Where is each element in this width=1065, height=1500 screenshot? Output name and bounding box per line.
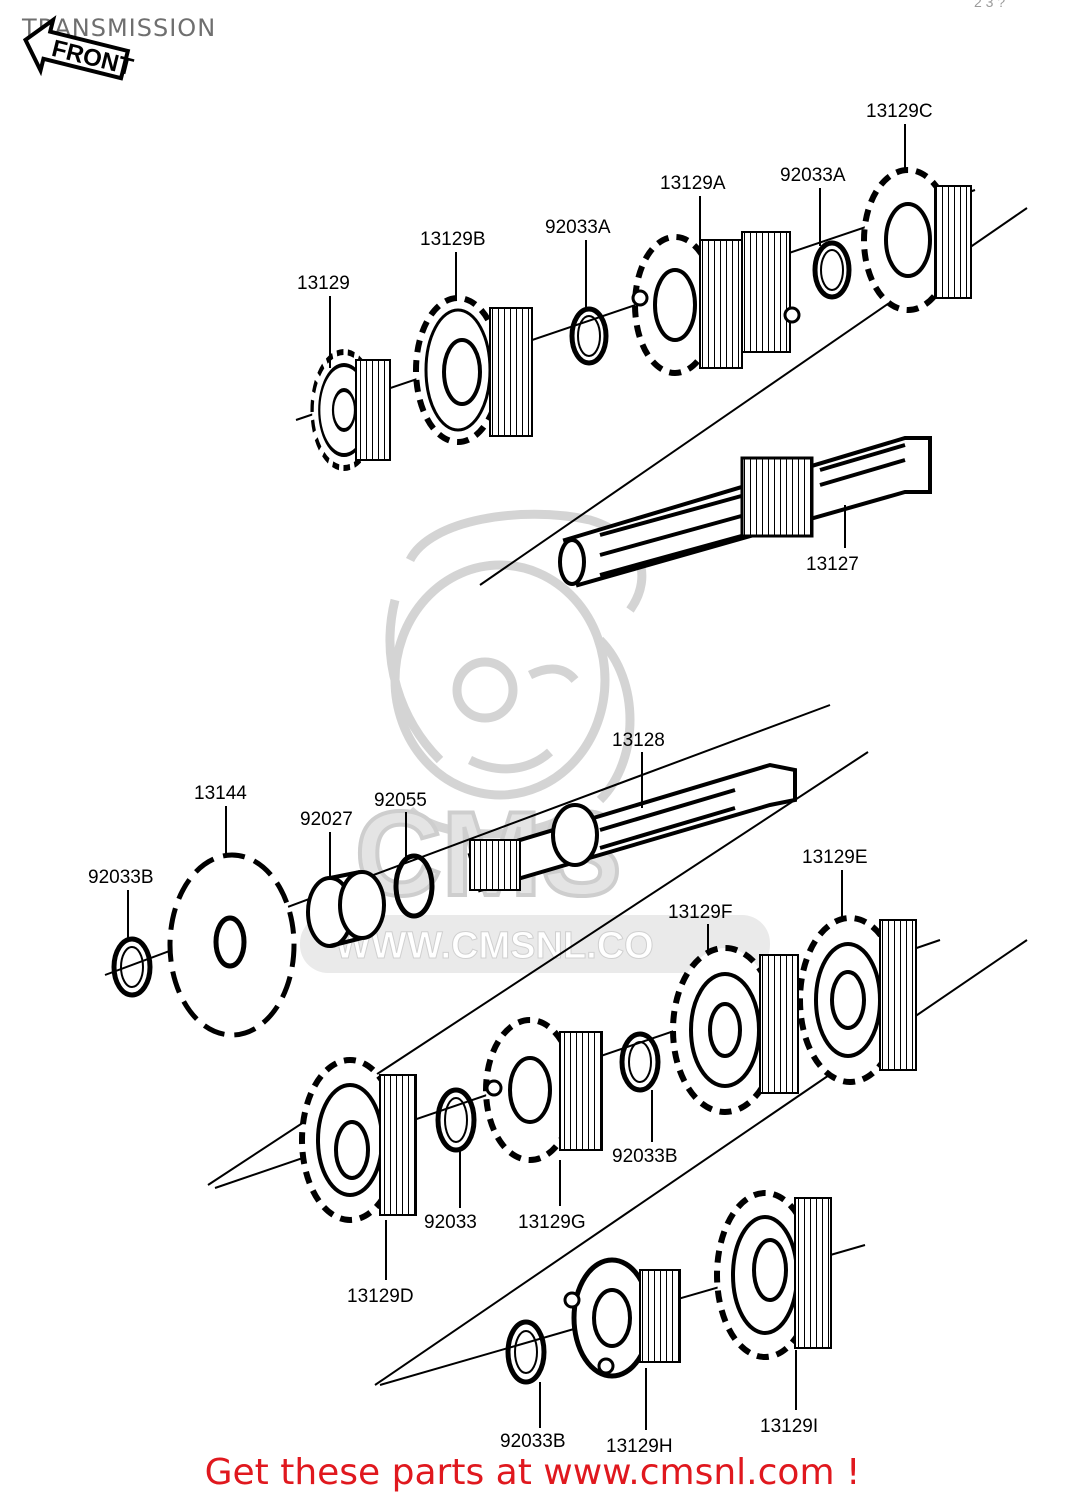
callout-92033: 92033 [424,1212,477,1233]
gear-13129-teeth [355,359,391,461]
gear-13129C [861,167,972,313]
front-arrow: FRONT [22,15,136,81]
callout-13129D: 13129D [347,1286,414,1307]
oring-92055 [393,853,435,919]
gear-13129A [631,231,801,376]
page-corner-mark: 2 3 ? [974,0,1006,10]
gear-13129H [563,1257,681,1379]
circlip-92033A-left [569,306,609,366]
watermark-url-band [300,915,770,973]
circlip-92033B-bottom [505,1319,547,1385]
front-arrow-shape [22,15,131,81]
callout-13129E: 13129E [802,847,868,868]
callout-92027: 92027 [300,809,353,830]
gear-13129B [413,295,533,445]
callout-13144: 13144 [194,783,247,804]
gear-13129G [483,1017,603,1163]
circlip-92033A-right [812,240,852,300]
circlip-92033B-sprocket [111,936,153,998]
callout-92033B-sprocket: 92033B [88,867,154,888]
footer-cta-link[interactable]: Get these parts at www.cmsnl.com ! [204,1452,861,1493]
callout-13129I: 13129I [760,1416,818,1437]
callout-92033A-right: 92033A [780,165,846,186]
watermark-url: WWW.CMSNL.CO [335,925,654,967]
mascot-logo [385,509,647,839]
gear-13129F [670,945,799,1115]
gear-13129E [797,915,917,1085]
leader-lines [127,124,906,1430]
circlip-92033 [435,1087,477,1153]
callout-13129C: 13129C [866,101,933,122]
callout-13129F: 13129F [668,902,732,923]
callout-13128: 13128 [612,730,665,751]
callout-13129A: 13129A [660,173,726,194]
circlip-92033B-middle [619,1031,661,1093]
shaft-13127 [558,436,932,588]
callout-92033B-middle: 92033B [612,1146,678,1167]
callout-13129H: 13129H [606,1436,673,1457]
callout-92033A-left: 92033A [545,217,611,238]
callout-13127: 13127 [806,554,859,575]
callout-13129G: 13129G [518,1212,586,1233]
callout-92055: 92055 [374,790,427,811]
collar-92027 [306,870,386,948]
gear-13129I [714,1190,832,1360]
callout-labels: 13129 13129B 92033A 13129A 92033A 13129C… [88,101,933,1457]
callout-92033B-bottom: 92033B [500,1431,566,1452]
sprocket-13144 [167,852,297,1038]
callout-13129: 13129 [297,273,350,294]
callout-13129B: 13129B [420,229,486,250]
shaft-13128 [467,762,797,893]
gear-13129D [299,1057,417,1223]
